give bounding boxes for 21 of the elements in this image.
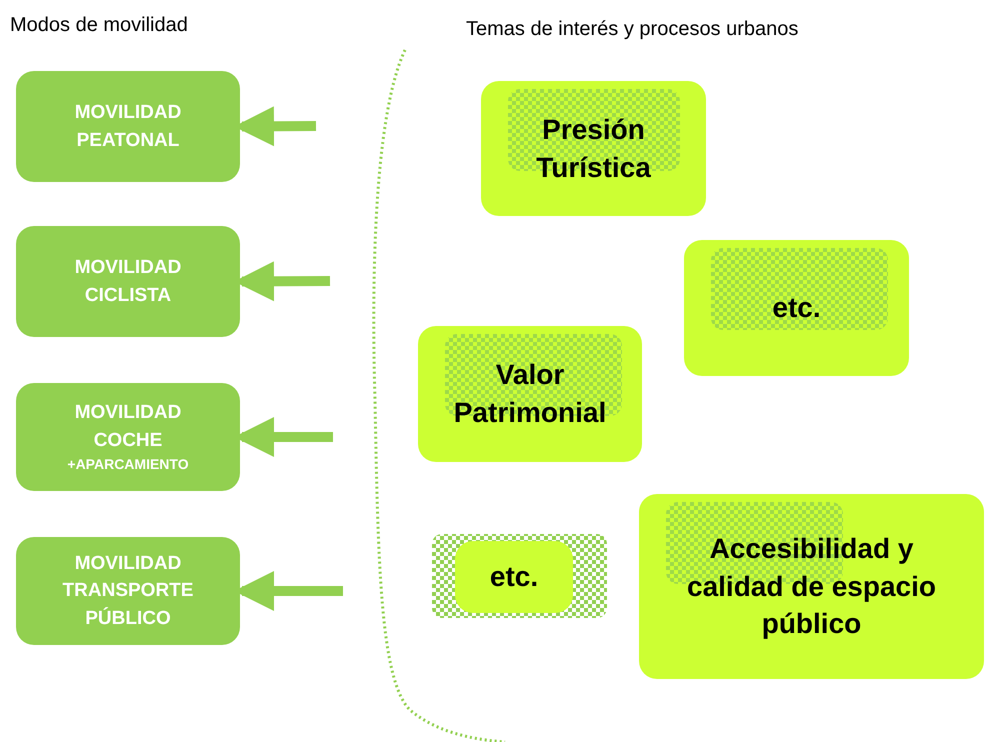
node-text: MOVILIDAD COCHE — [74, 401, 182, 453]
topic-box — [455, 541, 573, 613]
mode-box — [16, 71, 240, 182]
node-text: Presión Turística — [535, 112, 652, 184]
topic-box — [481, 81, 706, 216]
node-text: MOVILIDAD TRANSPORTE PÚBLICO — [62, 552, 194, 631]
node-text: +APARCAMIENTO — [66, 455, 190, 474]
node-text: etc. — [488, 560, 540, 594]
topic-box — [639, 494, 984, 679]
topic-box — [684, 240, 909, 376]
heading: Modos de movilidad — [10, 14, 188, 37]
mode-box — [16, 383, 240, 491]
node-text: etc. — [771, 291, 822, 326]
topic-box — [418, 326, 642, 462]
node-text: Accesibilidad y calidad de espacio público — [686, 532, 937, 642]
node-text: MOVILIDAD CICLISTA — [74, 256, 182, 308]
mode-box — [16, 537, 240, 645]
heading: Temas de interés y procesos urbanos — [466, 18, 798, 41]
node-text: Valor Patrimonial — [452, 358, 608, 430]
node-text: MOVILIDAD PEATONAL — [74, 100, 182, 152]
mode-box — [16, 226, 240, 337]
